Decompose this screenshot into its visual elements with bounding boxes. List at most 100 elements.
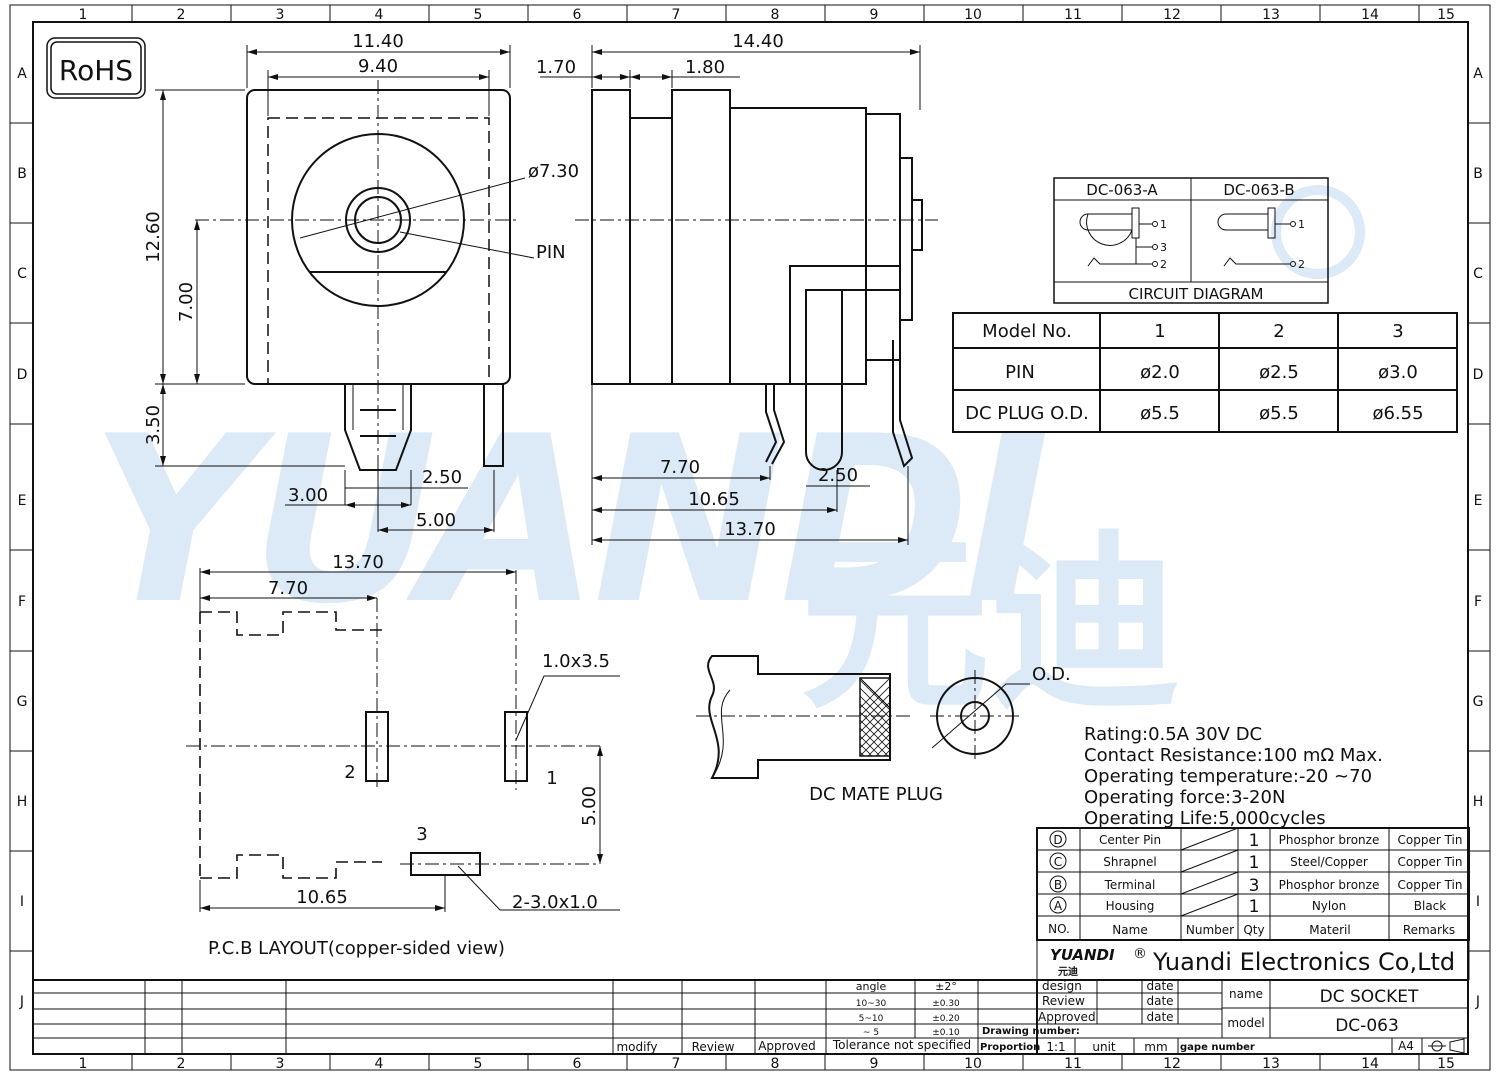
tb-page-number: gape number	[1180, 1042, 1255, 1053]
dim-side-1-80: 1.80	[685, 57, 725, 78]
circuit-title-a: DC-063-A	[1086, 181, 1158, 199]
model-cell: DC PLUG O.D.	[965, 403, 1089, 424]
pcb-layout: 13.70 7.70 10.65 5.00 1.0x3.5 2-3.0x1.0 …	[186, 552, 620, 959]
tb-tol-label: 5~10	[859, 1014, 884, 1024]
model-header-1: 1	[1154, 321, 1165, 342]
company-banner: YUANDI 元迪 ® Yuandi Electronics Co,Ltd	[1036, 940, 1470, 980]
grid-col-label: 7	[672, 1056, 681, 1072]
bom-header-material: Materil	[1309, 923, 1350, 937]
bom-row-material: Phosphor bronze	[1279, 878, 1380, 892]
grid-row-label: A	[1473, 66, 1483, 82]
dim-side-total: 14.40	[732, 31, 784, 52]
grid-col-label: 1	[79, 7, 88, 23]
model-header-0: Model No.	[982, 321, 1072, 342]
pin-label: PIN	[536, 242, 566, 263]
rohs-text: RoHS	[59, 54, 133, 87]
bom-row-remarks: Black	[1414, 899, 1447, 913]
bom-row-remarks: Copper Tin	[1398, 833, 1463, 847]
dim-front-2-50: 2.50	[422, 467, 462, 488]
grid-col-label: 8	[771, 1056, 780, 1072]
pcb-slot-label: 1.0x3.5	[542, 651, 610, 672]
grid-col-label: 6	[573, 1056, 582, 1072]
grid-row-label: D	[17, 367, 28, 383]
spec-operating-force: Operating force:3-20N	[1084, 787, 1285, 808]
tb-name-label: name	[1229, 987, 1263, 1001]
grid-col-label: 5	[474, 1056, 483, 1072]
grid-col-label: 15	[1437, 1056, 1455, 1072]
company-name: Yuandi Electronics Co,Ltd	[1152, 948, 1455, 976]
tb-approved-row: Approved	[1038, 1010, 1096, 1024]
model-cell: ø6.55	[1372, 403, 1423, 424]
grid-row-label: E	[1474, 493, 1483, 509]
model-cell: ø5.5	[1140, 403, 1180, 424]
grid-col-label: 3	[276, 1056, 285, 1072]
watermark-registered-icon	[1271, 185, 1365, 279]
bom-row-index-circle	[1049, 896, 1067, 914]
grid-col-label: 12	[1163, 1056, 1181, 1072]
grid-row-label: C	[1473, 266, 1483, 282]
svg-text:3: 3	[1160, 241, 1167, 254]
grid-col-label: 11	[1064, 1056, 1082, 1072]
dim-front-height: 12.60	[143, 211, 164, 263]
grid-col-label: 10	[964, 1056, 982, 1072]
bom-row-no: D	[1053, 833, 1062, 847]
bom-row-index-circle	[1049, 852, 1067, 870]
tb-modify: modify	[616, 1040, 657, 1054]
bom-row-qty: 1	[1249, 897, 1260, 917]
grid-row-label: D	[1473, 367, 1484, 383]
svg-text:2: 2	[1298, 258, 1305, 271]
grid-row-label: F	[18, 594, 26, 610]
dim-front-3-00: 3.00	[288, 485, 328, 506]
bom-row-material: Phosphor bronze	[1279, 833, 1380, 847]
side-housing	[591, 89, 901, 385]
dim-front-dia: ø7.30	[528, 161, 579, 182]
dim-front-5-00: 5.00	[416, 510, 456, 531]
bom-row-qty: 1	[1249, 853, 1260, 873]
circuit-title-b: DC-063-B	[1223, 181, 1294, 199]
spec-operating-life: Operating Life:5,000cycles	[1084, 808, 1326, 829]
tb-tol-label: 10~30	[856, 999, 887, 1009]
watermark: YUANDI 元迪	[90, 185, 1365, 735]
projection-symbol-icon	[1428, 1038, 1465, 1054]
tb-name-value: DC SOCKET	[1320, 987, 1419, 1007]
tb-design: design	[1042, 979, 1082, 993]
grid-col-label: 8	[771, 7, 780, 23]
pcb-pad-label-1: 1	[546, 768, 557, 789]
bom-row-no: B	[1054, 878, 1062, 892]
grid-row-label: C	[17, 266, 27, 282]
bom-header-remarks: Remarks	[1403, 923, 1455, 937]
tb-scale: 1:1	[1046, 1040, 1065, 1054]
grid-col-label: 12	[1163, 7, 1181, 23]
side-view: 14.40 1.70 1.80 7.70 2.50 10.65 13.70	[536, 31, 938, 545]
tb-tolerance: Tolerance not specified	[832, 1038, 971, 1052]
mate-plug-caption: DC MATE PLUG	[809, 784, 943, 805]
tb-tol-label: angle	[856, 980, 887, 993]
specifications: Rating:0.5A 30V DC Contact Resistance:10…	[1084, 724, 1383, 829]
tb-model-value: DC-063	[1335, 1016, 1399, 1036]
dim-front-center: 7.00	[176, 282, 197, 322]
grid-row-label: G	[17, 694, 28, 710]
tb-unit-value: mm	[1144, 1040, 1167, 1054]
grid-col-label: 14	[1361, 7, 1379, 23]
bom-row-remarks: Copper Tin	[1398, 878, 1463, 892]
spec-contact-resistance: Contact Resistance:100 mΩ Max.	[1084, 745, 1383, 766]
grid-row-label: I	[20, 894, 24, 910]
model-header-3: 3	[1392, 321, 1403, 342]
bom-row-name: Shrapnel	[1103, 855, 1156, 869]
model-table: Model No. 1 2 3 PIN ø2.0 ø2.5 ø3.0 DC PL…	[952, 312, 1458, 433]
grid-col-label: 10	[964, 7, 982, 23]
grid-col-label: 9	[870, 7, 879, 23]
grid-row-label: J	[1475, 994, 1480, 1010]
grid-row-label: H	[17, 794, 28, 810]
grid-col-label: 4	[375, 7, 384, 23]
bom-row-no: A	[1054, 899, 1063, 913]
bom-row-name: Terminal	[1104, 878, 1156, 892]
bom-header-number: Number	[1186, 923, 1234, 937]
grid-col-label: 6	[573, 7, 582, 23]
grid-row-label: B	[1473, 166, 1483, 182]
